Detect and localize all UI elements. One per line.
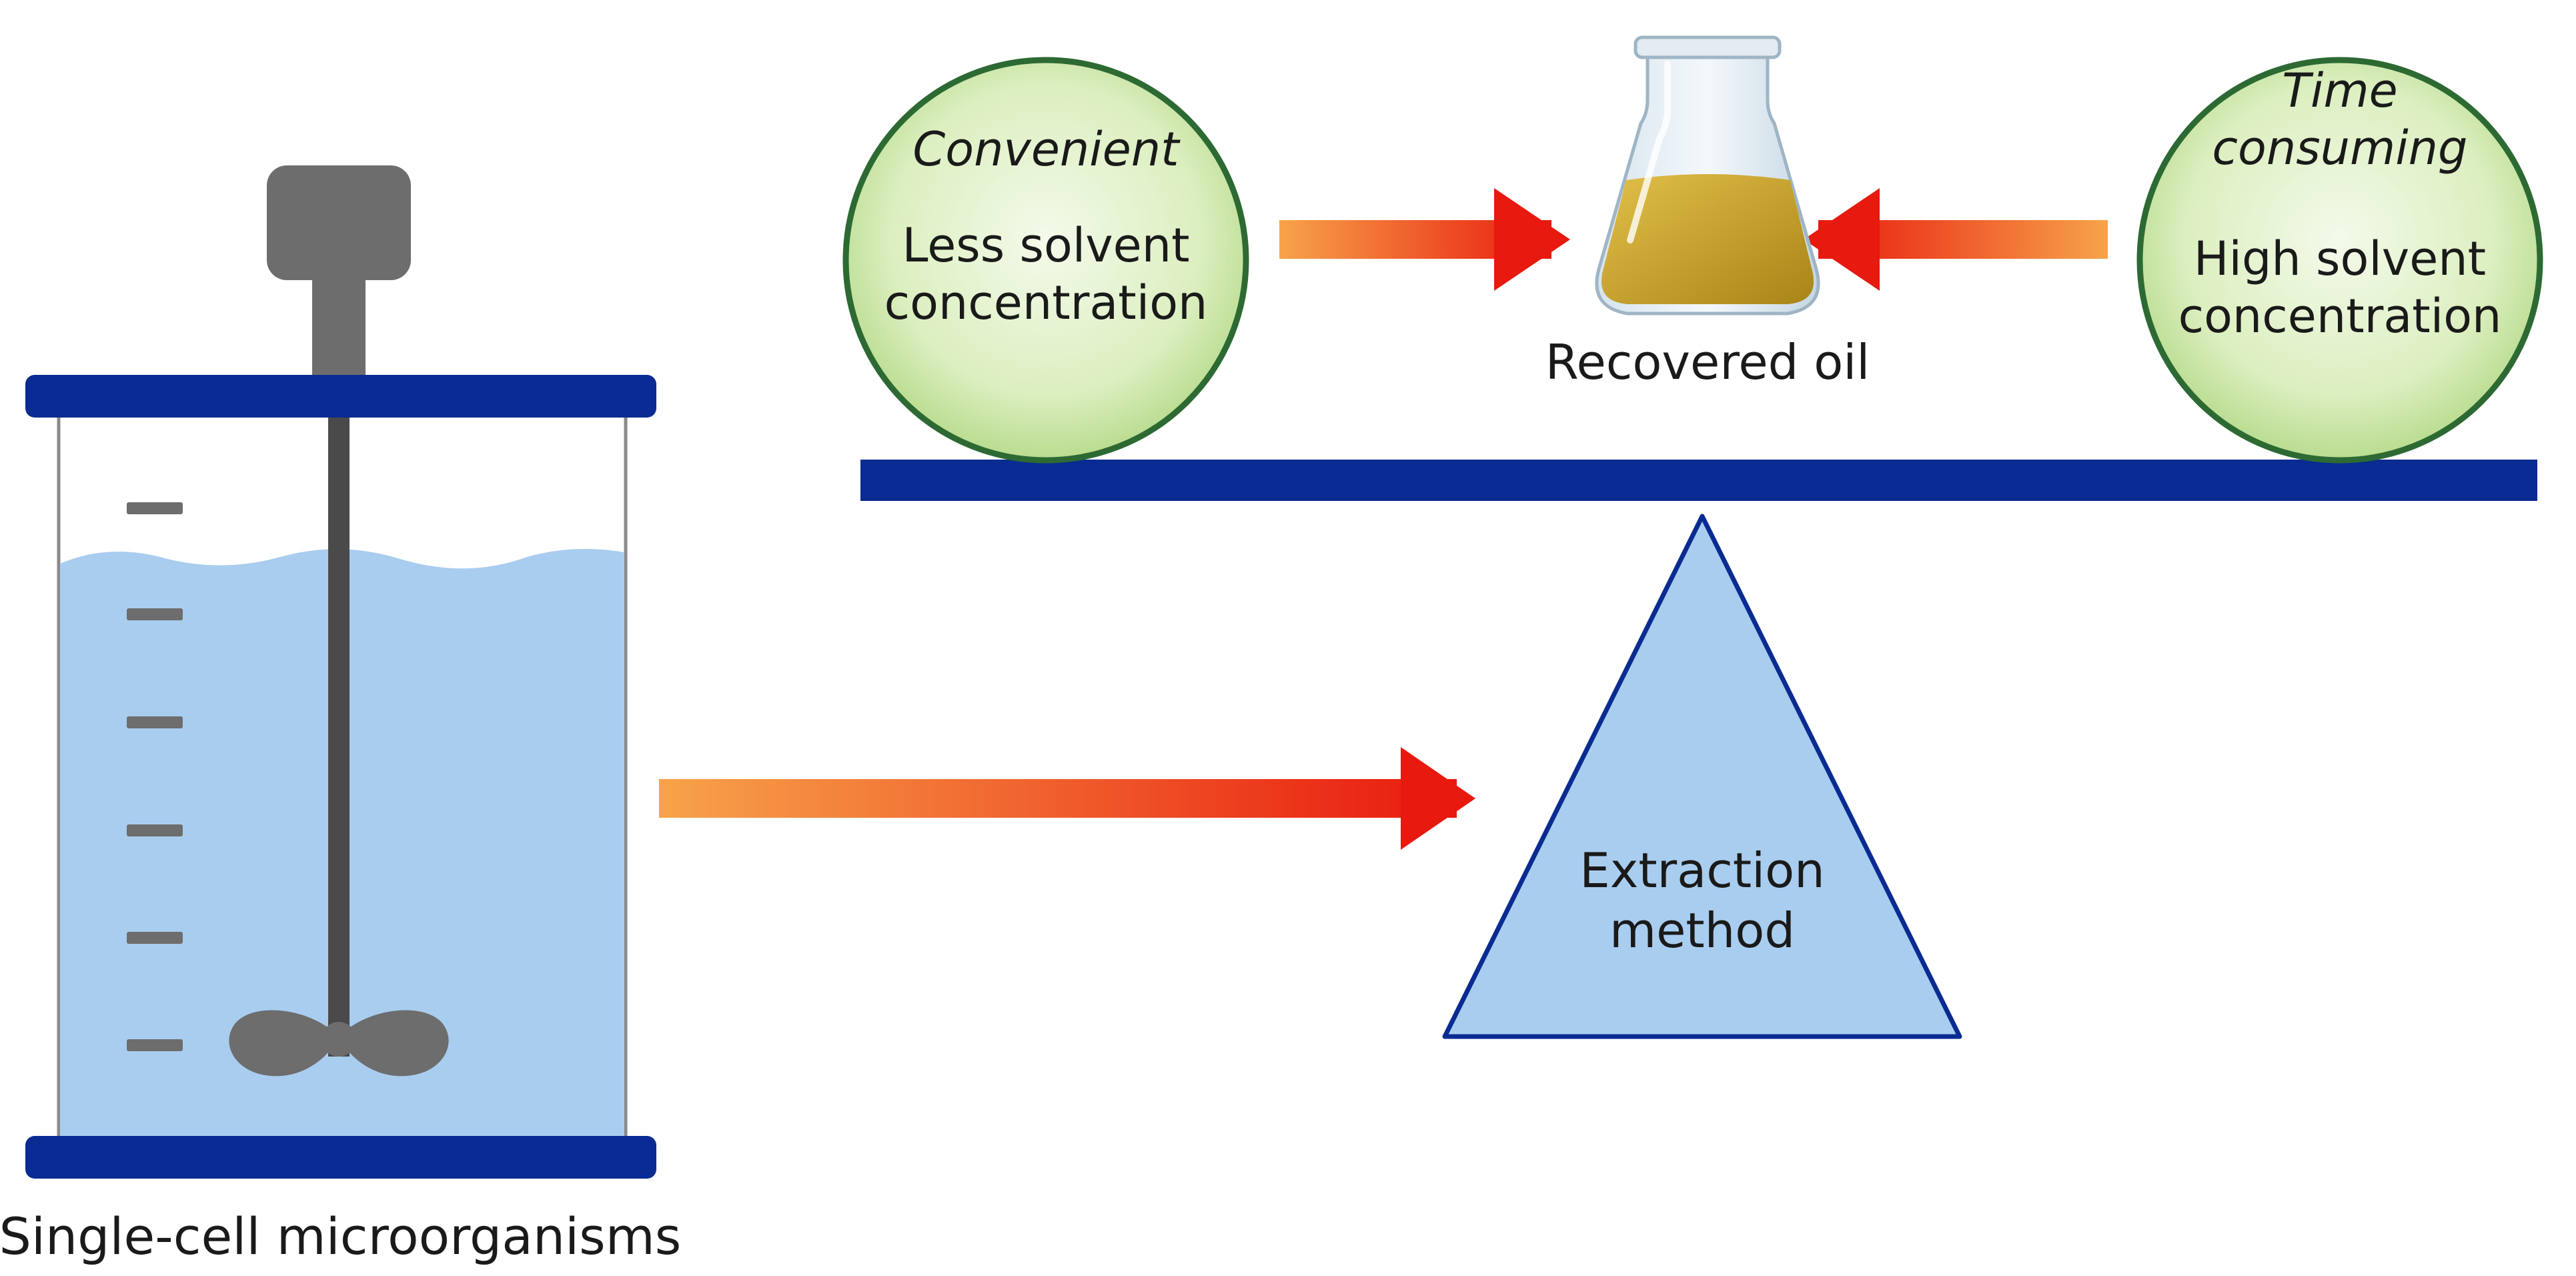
left-option-detail-line1: Less solvent [902, 218, 1189, 273]
vessel-base [25, 1136, 656, 1179]
right-to-oil-arrow [1804, 188, 2108, 291]
oil-fill [1601, 174, 1814, 304]
fulcrum [1442, 514, 1962, 1039]
left-to-oil-arrow [1279, 188, 1570, 291]
feed-arrow [659, 747, 1475, 850]
right-option-circle: Time consuming High solvent concentratio… [2136, 57, 2543, 464]
motor-neck [312, 280, 366, 375]
graduation-marks [127, 502, 183, 1051]
flask-icon [1595, 35, 1820, 315]
right-option-heading-line2: consuming [2212, 121, 2468, 175]
balance: Extraction method [860, 460, 2537, 1039]
bioreactor: Single-cell microorganisms [0, 165, 681, 1266]
left-option-heading: Convenient [912, 122, 1181, 177]
fulcrum-label-line2: method [1609, 902, 1795, 959]
motor-head [267, 165, 411, 280]
right-option-detail-line1: High solvent [2194, 231, 2486, 286]
impeller-icon [229, 1010, 449, 1077]
fulcrum-label-line1: Extraction [1579, 842, 1825, 898]
left-option-detail-line2: concentration [884, 275, 1208, 330]
right-option-heading-line1: Time [2282, 63, 2397, 118]
right-option-detail-line2: concentration [2178, 289, 2502, 344]
vessel-lid-top [25, 375, 656, 418]
stirrer-shaft [328, 418, 350, 1057]
bioreactor-label: Single-cell microorganisms [0, 1207, 681, 1266]
balance-beam [860, 460, 2537, 501]
left-option-circle: Convenient Less solvent concentration [842, 57, 1249, 464]
recovered-oil-label: Recovered oil [1545, 334, 1870, 390]
